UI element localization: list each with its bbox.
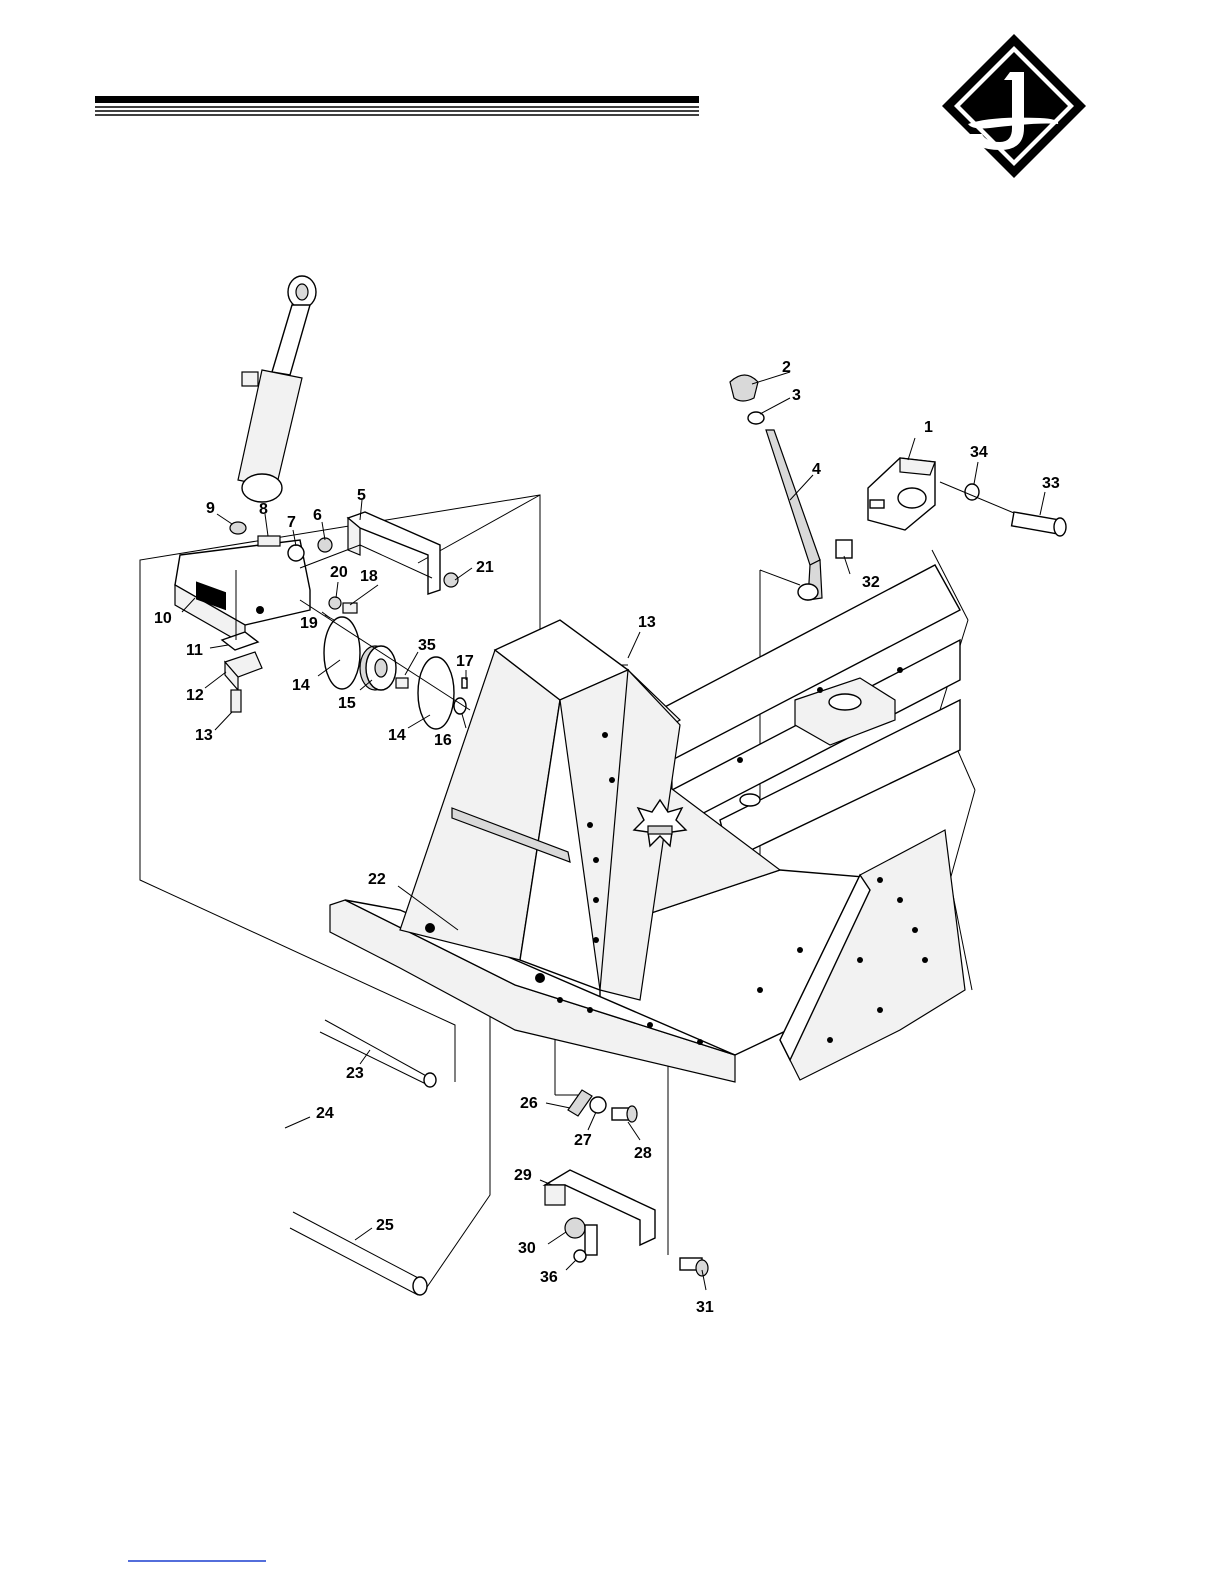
- callout-18: 18: [360, 568, 378, 585]
- callout-24: 24: [316, 1105, 334, 1122]
- callout-29: 29: [514, 1167, 532, 1184]
- upper-bracket-assembly: [175, 512, 458, 712]
- callout-13-upper: 13: [638, 614, 656, 631]
- callout-19: 19: [300, 615, 318, 632]
- callout-1: 1: [924, 419, 933, 436]
- callout-23: 23: [346, 1065, 364, 1082]
- callout-14-left: 14: [292, 677, 310, 694]
- callout-15: 15: [338, 695, 356, 712]
- callout-6: 6: [313, 507, 322, 524]
- callout-21: 21: [476, 559, 494, 576]
- callout-5: 5: [357, 487, 366, 504]
- callout-31: 31: [696, 1299, 714, 1316]
- callout-22: 22: [368, 871, 386, 888]
- callout-32: 32: [862, 574, 880, 591]
- callout-4: 4: [812, 461, 821, 478]
- jd-diamond-logo-icon: [942, 34, 1086, 178]
- callout-34: 34: [970, 444, 988, 461]
- cylinder-assembly: [238, 276, 436, 1295]
- lower-bracket-assembly: [545, 1090, 708, 1276]
- callout-30: 30: [518, 1240, 536, 1257]
- callout-26: 26: [520, 1095, 538, 1112]
- callout-27: 27: [574, 1132, 592, 1149]
- lever-assembly: [730, 375, 1066, 600]
- callout-36: 36: [540, 1269, 558, 1286]
- pulley-assembly: [300, 600, 470, 729]
- callout-8: 8: [259, 501, 268, 518]
- callout-35: 35: [418, 637, 436, 654]
- callout-25: 25: [376, 1217, 394, 1234]
- callout-7: 7: [287, 514, 296, 531]
- callout-16: 16: [434, 732, 452, 749]
- callout-20: 20: [330, 564, 348, 581]
- callout-11: 11: [186, 642, 203, 659]
- callout-12: 12: [186, 687, 204, 704]
- callout-33: 33: [1042, 475, 1060, 492]
- callout-3: 3: [792, 387, 801, 404]
- callout-10: 10: [154, 610, 172, 627]
- callout-2: 2: [782, 359, 791, 376]
- callout-14-right: 14: [388, 727, 406, 744]
- callout-17: 17: [456, 653, 474, 670]
- callout-28: 28: [634, 1145, 652, 1162]
- header-rules: [95, 96, 699, 115]
- callout-13-lower: 13: [195, 727, 213, 744]
- callout-9: 9: [206, 500, 215, 517]
